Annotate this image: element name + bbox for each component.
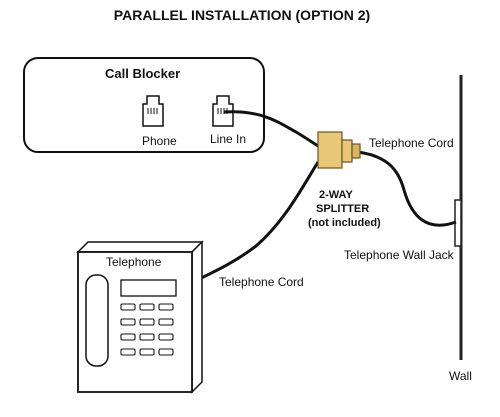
phone-port-label: Phone: [142, 134, 177, 148]
keypad-icon: [120, 303, 174, 356]
line-in-port-label: Line In: [210, 132, 246, 146]
telephone-name: Telephone: [106, 255, 162, 269]
splitter-icon: [317, 131, 361, 169]
wall-label: Wall: [449, 369, 472, 383]
splitter-label-line2: SPLITTER: [316, 203, 369, 215]
phone-port-icon: [142, 95, 164, 127]
cord-callblocker-splitter: [223, 110, 319, 148]
splitter-label-line1: 2-WAY: [319, 189, 353, 201]
cord-splitter-telephone: [180, 161, 320, 290]
cord-splitter-walljack: [357, 150, 457, 227]
splitter-label-line3: (not included): [308, 217, 381, 229]
upper-cord-label: Telephone Cord: [369, 136, 454, 150]
wall-jack-label: Telephone Wall Jack: [344, 248, 455, 262]
phone-display: [120, 279, 177, 297]
diagram-title: PARALLEL INSTALLATION (OPTION 2): [114, 7, 370, 23]
lower-cord-label: Telephone Cord: [219, 275, 304, 289]
handset-icon: [85, 274, 109, 367]
call-blocker-name: Call Blocker: [105, 66, 180, 81]
